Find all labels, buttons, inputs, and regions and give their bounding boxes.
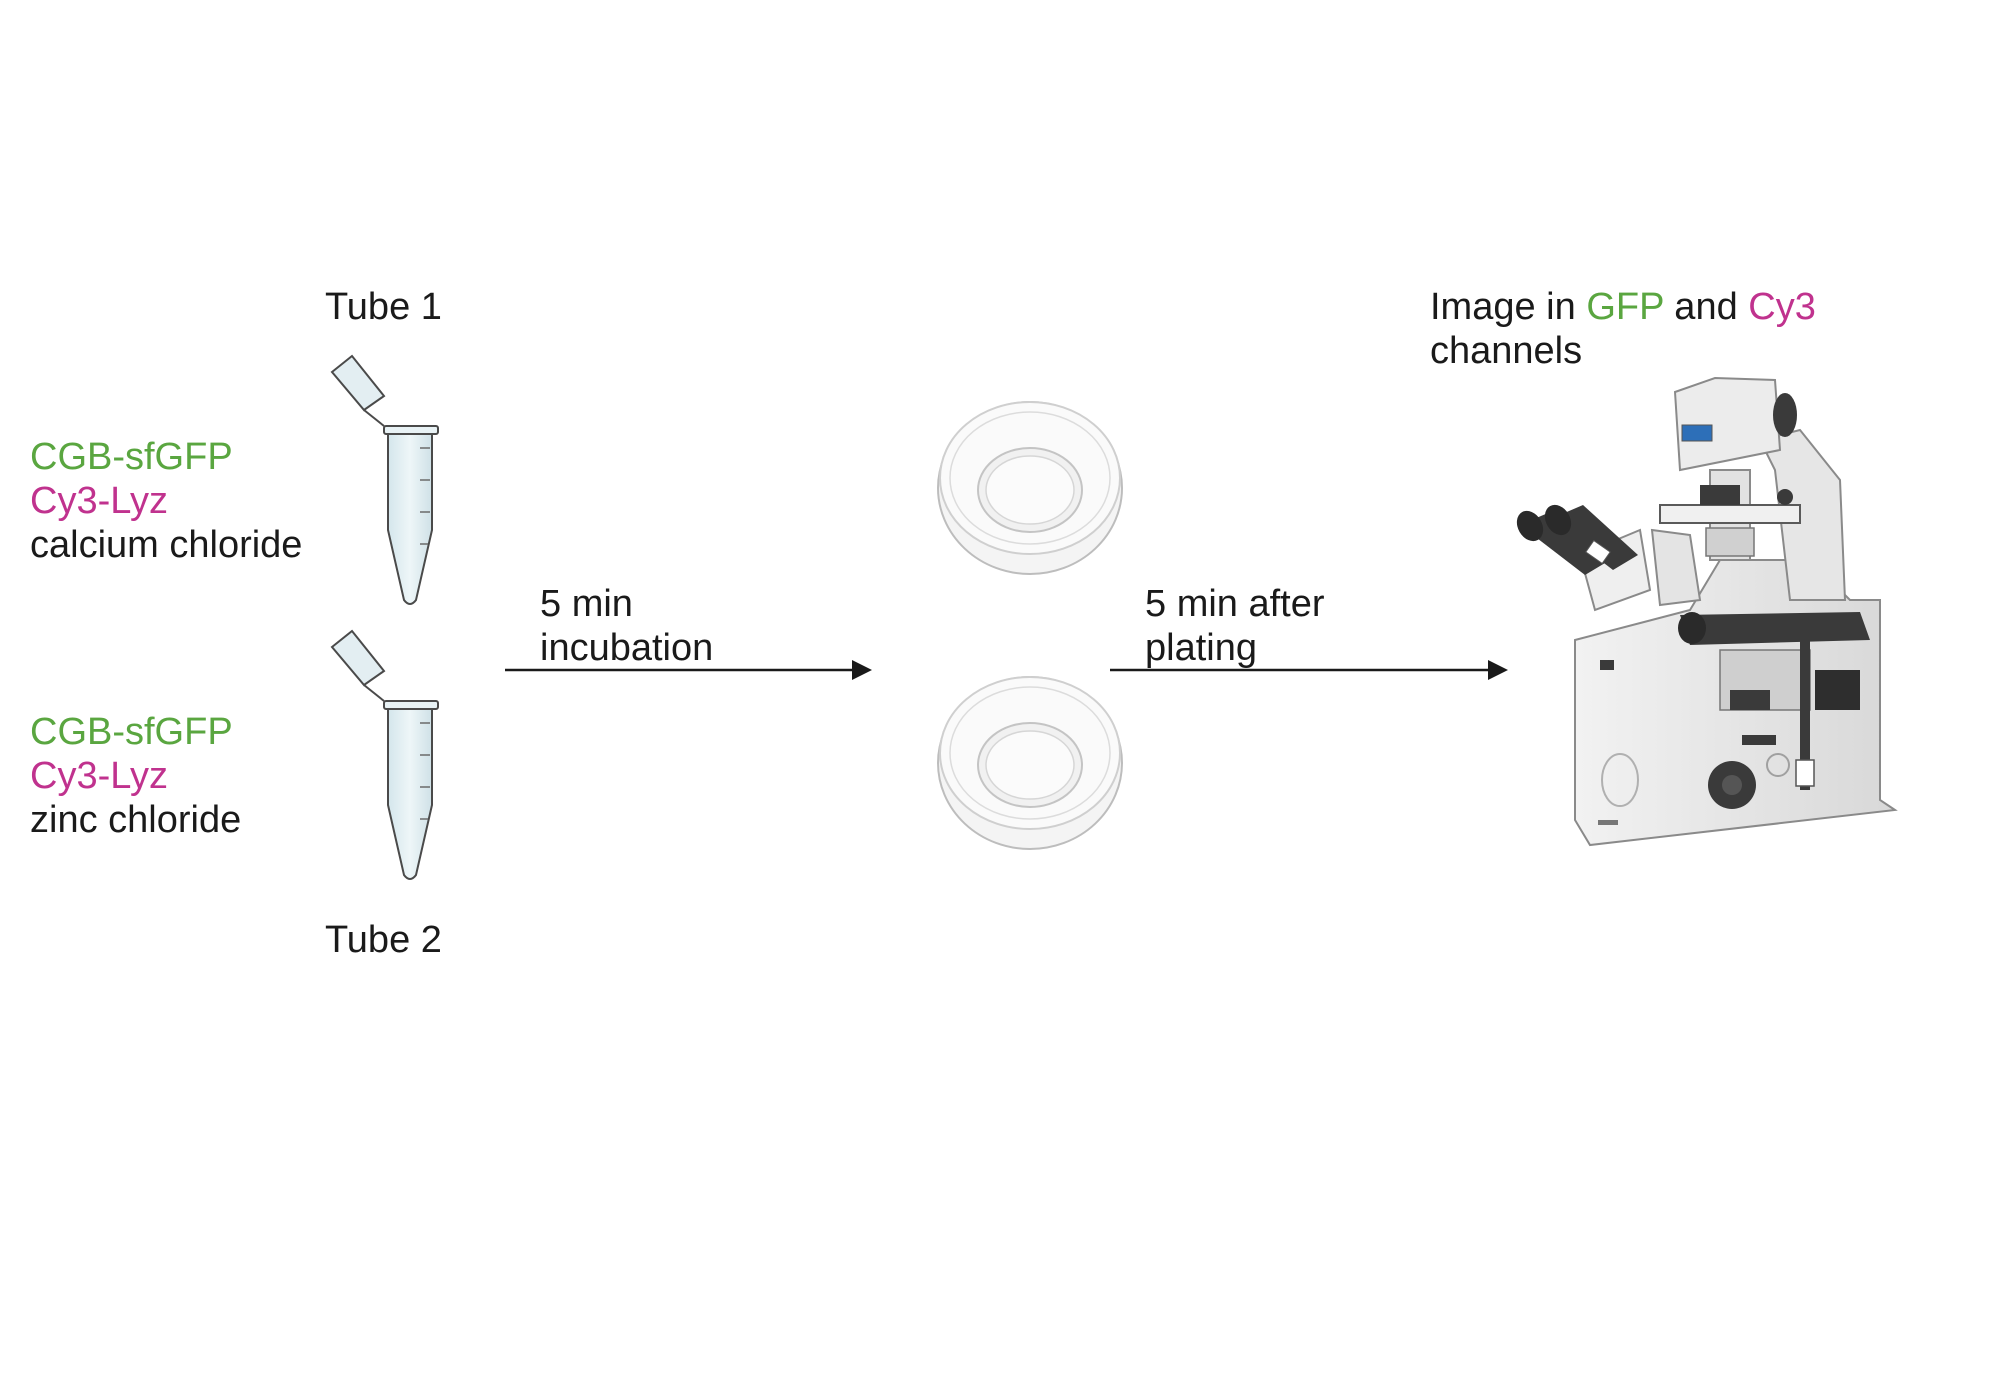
inverted-microscope-icon [1516,376,1898,847]
tube-1-label: Tube 1 [325,286,442,328]
tube-2-label: Tube 2 [325,919,442,961]
microcentrifuge-tube-icon [330,629,439,880]
tube-2-reagent-gfp: CGB-sfGFP [30,711,233,753]
imaging-joiner: and [1663,286,1749,328]
incubation-step-line2: incubation [540,627,714,669]
tube-1-reagent-gfp: CGB-sfGFP [30,436,233,478]
arrow-right-icon [1110,660,1508,680]
tube-1-reagent-salt: calcium chloride [30,524,303,566]
petri-dish-icon [937,676,1123,850]
tube-2-reagent-salt: zinc chloride [30,799,242,841]
plating-step-line2: plating [1145,627,1257,669]
tube-2-reagent-cy3: Cy3-Lyz [30,755,168,797]
petri-dish-icon [937,401,1123,575]
plating-step-line1: 5 min after [1145,583,1325,625]
imaging-caption-line1: Image in GFP and Cy3 [1430,285,1816,329]
imaging-prefix: Image in [1430,286,1587,328]
tube-1-reagent-cy3: Cy3-Lyz [30,480,168,522]
arrow-right-icon [505,660,872,680]
microcentrifuge-tube-icon [330,354,439,605]
imaging-channel-gfp: GFP [1586,286,1664,328]
imaging-caption-line2: channels [1430,330,1583,372]
imaging-channel-cy3: Cy3 [1748,286,1816,328]
incubation-step-line1: 5 min [540,583,633,625]
